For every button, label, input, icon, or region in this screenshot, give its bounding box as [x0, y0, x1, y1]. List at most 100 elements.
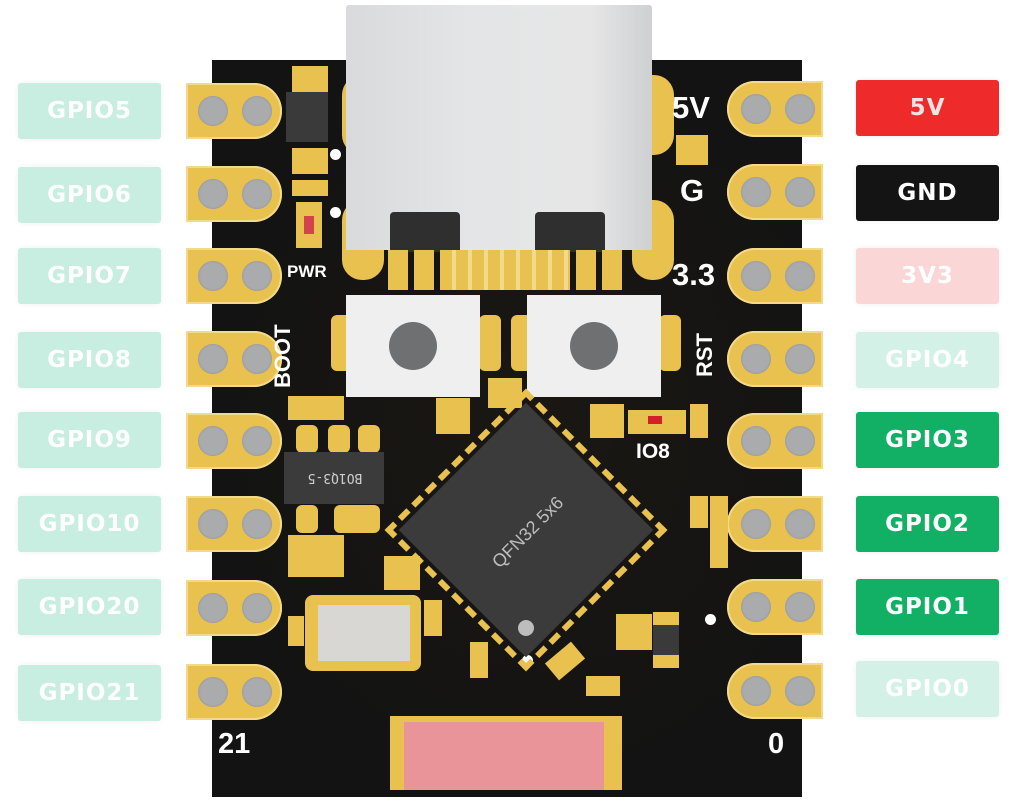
- silk-io8: IO8: [636, 440, 670, 463]
- hole: [198, 96, 228, 126]
- silk-dot: [705, 614, 716, 625]
- pin-label-text: GPIO5: [47, 98, 132, 124]
- hole: [198, 509, 228, 539]
- usb-pin: [388, 250, 408, 290]
- pin-label-text: GPIO7: [47, 263, 132, 289]
- button-lead: [479, 315, 501, 371]
- hole: [741, 426, 771, 456]
- hole: [741, 261, 771, 291]
- pin-label-gnd: GND: [856, 165, 999, 221]
- hole: [242, 344, 272, 374]
- pin-label-gpio20: GPIO20: [18, 579, 161, 635]
- hole: [198, 344, 228, 374]
- ldo-regulator: [284, 452, 384, 504]
- pin-label-text: GPIO21: [38, 680, 141, 706]
- silk-pwr: PWR: [287, 262, 327, 281]
- pin-label-text: GPIO9: [47, 427, 132, 453]
- hole: [242, 179, 272, 209]
- smd-capacitor: [590, 404, 624, 438]
- smd-capacitor: [616, 614, 652, 650]
- pad-gpio6: [186, 166, 282, 222]
- pin-label-gpio1: GPIO1: [856, 579, 999, 635]
- hole: [741, 592, 771, 622]
- pin-label-text: 5V: [909, 95, 946, 121]
- pin-label-text: GPIO8: [47, 347, 132, 373]
- hole: [741, 676, 771, 706]
- pin-label-text: GPIO1: [885, 594, 970, 620]
- pad-gnd: [727, 164, 823, 220]
- silk-dot: [522, 655, 533, 666]
- hole: [242, 593, 272, 623]
- silk-dot: [330, 207, 341, 218]
- smd-pad: [358, 425, 380, 453]
- button-lead: [659, 315, 681, 371]
- diode-icon: [286, 92, 328, 142]
- smd-pad: [292, 66, 328, 92]
- pin-label-text: GPIO20: [38, 594, 141, 620]
- pin-label-gpio10: GPIO10: [18, 496, 161, 552]
- smd-capacitor: [690, 496, 708, 528]
- hole: [198, 677, 228, 707]
- smd-capacitor: [488, 378, 522, 408]
- pin-label-gpio3: GPIO3: [856, 412, 999, 468]
- pin-label-text: GPIO2: [885, 511, 970, 537]
- pin-label-text: GPIO4: [885, 347, 970, 373]
- pad-gpio3: [727, 413, 823, 469]
- smd-capacitor: [586, 676, 620, 696]
- hole: [785, 509, 815, 539]
- hole: [741, 94, 771, 124]
- pin-label-text: GPIO6: [47, 182, 132, 208]
- smd-capacitor: [470, 642, 488, 678]
- pad-gpio2: [727, 496, 823, 552]
- pad-gpio4: [727, 331, 823, 387]
- pin-label-gpio9: GPIO9: [18, 412, 161, 468]
- pad-gpio1: [727, 579, 823, 635]
- silk-gnd: G: [680, 173, 705, 208]
- pad-gpio20: [186, 580, 282, 636]
- silk-rst: RST: [692, 333, 717, 377]
- pin-label-text: GPIO10: [38, 511, 141, 537]
- usb-tab: [390, 212, 460, 252]
- smd-capacitor: [288, 535, 344, 577]
- pin-label-gpio21: GPIO21: [18, 665, 161, 721]
- ldo-marking: BO1Q3-5: [307, 470, 363, 485]
- pad-5v: [727, 81, 823, 137]
- silk-0: 0: [768, 728, 785, 760]
- usb-pin: [414, 250, 434, 290]
- hole: [741, 509, 771, 539]
- pad-3v3: [727, 248, 823, 304]
- pin-label-5v: 5V: [856, 80, 999, 136]
- hole: [242, 677, 272, 707]
- pin-label-3v3: 3V3: [856, 248, 999, 304]
- reset-button-cap[interactable]: [570, 322, 618, 370]
- led-red-icon: [648, 416, 662, 424]
- silk-3v3: 3.3: [672, 257, 716, 292]
- silk-dot: [330, 149, 341, 160]
- hole: [741, 177, 771, 207]
- led-red-icon: [304, 216, 314, 234]
- usb-pin-array: [440, 250, 570, 290]
- usb-pin: [576, 250, 596, 290]
- hole: [785, 676, 815, 706]
- smd-pad: [334, 505, 380, 533]
- pad-gpio10: [186, 496, 282, 552]
- smd-pad: [292, 148, 328, 174]
- pin-label-text: GND: [897, 180, 958, 206]
- pad-gpio8: [186, 331, 282, 387]
- hole: [785, 94, 815, 124]
- smd-resistor: [292, 180, 328, 196]
- pin-label-text: GPIO3: [885, 427, 970, 453]
- hole: [785, 592, 815, 622]
- hole: [741, 344, 771, 374]
- pad-gpio5: [186, 83, 282, 139]
- pin-label-gpio2: GPIO2: [856, 496, 999, 552]
- smd-pad: [676, 135, 708, 165]
- hole: [242, 509, 272, 539]
- silk-5v: 5V: [672, 90, 710, 125]
- hole: [198, 179, 228, 209]
- pad-gpio7: [186, 248, 282, 304]
- hole: [785, 426, 815, 456]
- boot-button-cap[interactable]: [389, 322, 437, 370]
- usb-tab: [535, 212, 605, 252]
- inductor-body: [653, 625, 679, 655]
